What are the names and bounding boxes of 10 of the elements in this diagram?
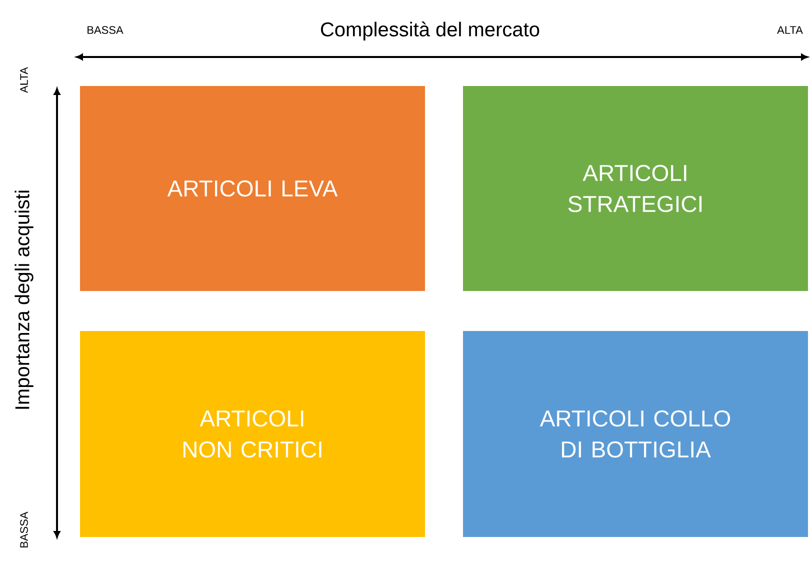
axis-end-label: BASSA [88, 26, 124, 34]
axis-end-label: ALTA [777, 26, 803, 34]
axis-title: Importanza degli acquisti [14, 190, 34, 409]
quadrant-box: ARTICOLI LEVA [80, 86, 425, 291]
axis-end-label: ALTA [20, 67, 28, 93]
axis-end-label: BASSA [20, 512, 28, 548]
quadrant-box: ARTICOLI NON CRITICI [80, 331, 425, 537]
quadrant-box: ARTICOLI STRATEGICI [463, 86, 808, 291]
axis-title: Complessità del mercato [320, 22, 540, 40]
quadrant-box: ARTICOLI COLLO DI BOTTIGLIA [463, 331, 808, 537]
